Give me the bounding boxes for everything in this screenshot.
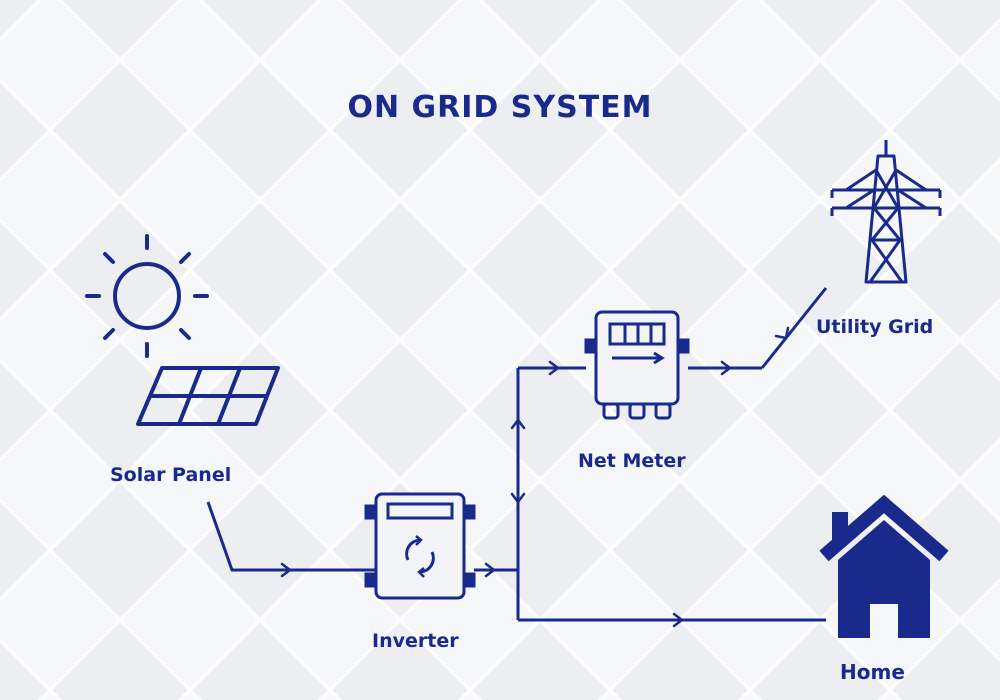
house-icon <box>819 494 949 638</box>
grid-drop-line <box>760 287 828 369</box>
utility-grid-label: Utility Grid <box>816 316 934 338</box>
net-meter-label: Net Meter <box>578 450 686 472</box>
flow-arrows <box>280 326 790 628</box>
arrow-up-icon <box>510 417 526 430</box>
solar-panel-label: Solar Panel <box>110 464 232 486</box>
inverter-label: Inverter <box>372 630 459 652</box>
arrow-right-icon <box>672 612 685 628</box>
arrow-right-icon <box>280 562 293 578</box>
arrow-down-icon <box>510 492 526 505</box>
sun-icon <box>85 234 209 358</box>
net-meter-icon <box>584 310 690 420</box>
arrow-right-icon <box>484 562 497 578</box>
arrow-right-icon <box>548 360 561 376</box>
connection-lines <box>206 287 828 622</box>
home-label: Home <box>840 660 905 684</box>
inverter-icon <box>364 492 476 600</box>
solar-panel-icon <box>136 366 280 426</box>
diagram-title: ON GRID SYSTEM <box>347 90 653 125</box>
solar-to-inverter-line <box>206 501 376 572</box>
arrow-down-left-icon <box>774 326 790 340</box>
arrow-right-icon <box>720 360 733 376</box>
transmission-tower-icon <box>830 140 942 284</box>
